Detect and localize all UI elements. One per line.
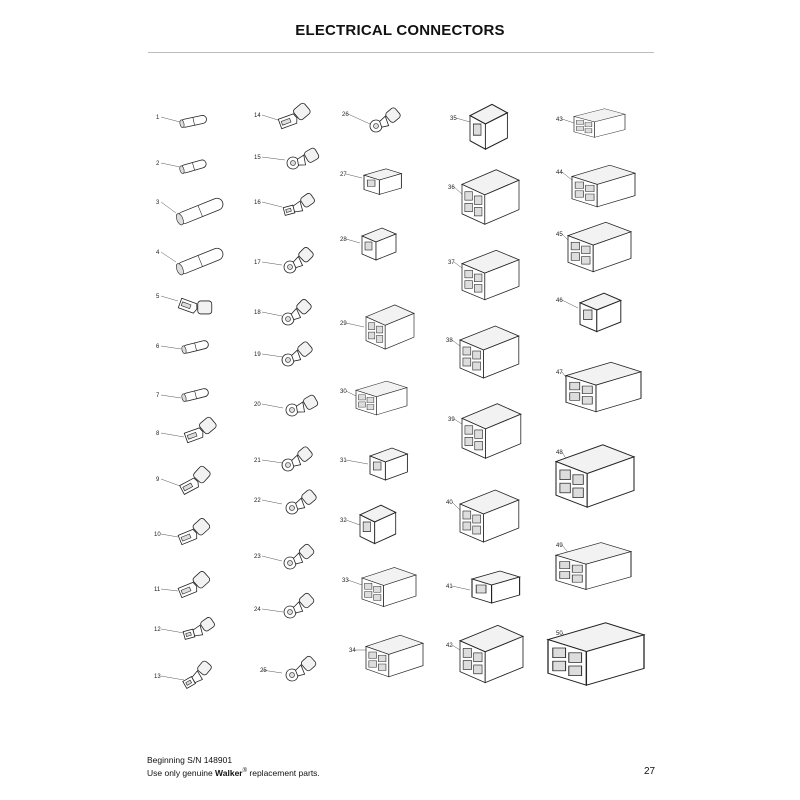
serial-number-line: Beginning S/N 148901 <box>147 755 233 765</box>
genuine-parts-line: Use only genuine Walker® replacement par… <box>147 766 320 779</box>
part-label: 14 <box>254 113 261 119</box>
part-label: 31 <box>340 458 347 464</box>
part-label: 36 <box>448 185 455 191</box>
part-label: 45 <box>556 232 563 238</box>
part-label: 4 <box>156 250 160 256</box>
part-label: 15 <box>254 155 261 161</box>
part-label: 34 <box>349 648 356 654</box>
part-label: 18 <box>254 310 261 316</box>
part-label: 41 <box>446 584 453 590</box>
part-label: 24 <box>254 607 261 613</box>
part-label: 25 <box>260 668 267 674</box>
part-label: 33 <box>342 578 349 584</box>
column-4-parts <box>451 103 524 684</box>
part-label: 49 <box>556 543 563 549</box>
part-label: 3 <box>156 200 160 206</box>
column-1-parts <box>160 114 226 689</box>
part-label: 43 <box>556 117 563 123</box>
part-label: 30 <box>340 389 347 395</box>
part-label: 35 <box>450 116 457 122</box>
part-label: 8 <box>156 431 160 437</box>
registered-mark: ® <box>242 768 248 774</box>
footer-text: replacement parts. <box>247 767 320 778</box>
part-label: 11 <box>154 587 161 593</box>
part-label: 32 <box>340 518 347 524</box>
part-label: 1 <box>156 115 160 121</box>
part-label: 7 <box>156 393 160 399</box>
part-label: 10 <box>154 532 161 538</box>
part-label: 5 <box>156 294 160 300</box>
part-label: 38 <box>446 338 453 344</box>
column-2-parts <box>261 100 322 684</box>
part-label: 27 <box>340 172 347 178</box>
part-label: 23 <box>254 554 261 560</box>
part-label: 37 <box>448 260 455 266</box>
part-label: 29 <box>340 321 347 327</box>
part-label: 16 <box>254 200 261 206</box>
part-label: 26 <box>342 112 349 118</box>
part-label: 13 <box>154 674 161 680</box>
part-label: 50 <box>556 631 563 637</box>
part-label: 22 <box>254 498 261 504</box>
title-divider <box>148 52 654 53</box>
part-label: 40 <box>446 500 453 506</box>
part-label: 48 <box>556 450 563 456</box>
footer-text: Use only genuine <box>147 767 216 778</box>
column-3-parts <box>345 104 424 678</box>
part-label: 6 <box>156 344 160 350</box>
footer-notice: Beginning S/N 148901 Use only genuine Wa… <box>147 755 320 779</box>
part-label: 44 <box>556 170 563 176</box>
column-5-parts <box>547 108 645 686</box>
part-label: 46 <box>556 298 563 304</box>
part-label: 17 <box>254 260 261 266</box>
page-title: ELECTRICAL CONNECTORS <box>295 22 505 39</box>
part-label: 20 <box>254 402 261 408</box>
part-label: 42 <box>446 643 453 649</box>
part-label: 2 <box>156 161 160 167</box>
page-number: 27 <box>644 766 656 777</box>
part-label: 21 <box>254 458 261 464</box>
part-labels: 1 2 3 4 5 6 7 8 9 10 11 12 13 14 15 16 1… <box>154 112 563 680</box>
part-label: 47 <box>556 370 563 376</box>
part-label: 28 <box>340 237 347 243</box>
brand-name: Walker <box>215 767 243 778</box>
part-label: 12 <box>154 627 161 633</box>
part-label: 19 <box>254 352 261 358</box>
part-label: 39 <box>448 417 455 423</box>
part-label: 9 <box>156 477 160 483</box>
